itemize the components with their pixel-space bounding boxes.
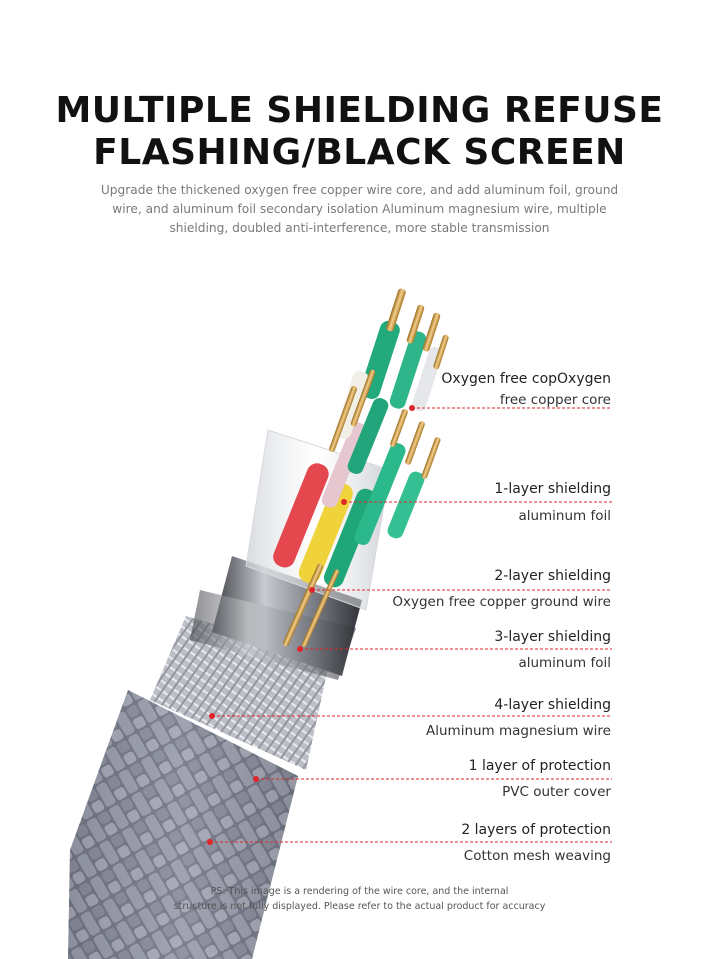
callout-shield-1: 1-layer shielding aluminum foil [494,480,611,525]
headline-line-1: MULTIPLE SHIELDING REFUSE [55,90,664,131]
callout-shield-3-detail: aluminum foil [518,655,611,671]
callout-shield-2-detail: Oxygen free copper ground wire [392,594,611,610]
callout-shield-3: 3-layer shielding aluminum foil [494,628,611,672]
callout-protection-2-title: 2 layers of protection [461,822,611,838]
callout-protection-2: 2 layers of protection Cotton mesh weavi… [461,821,611,865]
callout-protection-1-title: 1 layer of protection [468,758,611,774]
headline-line-2: FLASHING/BLACK SCREEN [93,132,626,173]
callout-shield-4-title: 4-layer shielding [494,697,611,713]
callout-protection-1: 1 layer of protection PVC outer cover [469,757,611,801]
callout-protection-2-detail: Cotton mesh weaving [463,848,611,864]
callout-core-title: Oxygen free copOxygen [441,371,611,387]
inner-wires [273,398,425,588]
description-text: Upgrade the thickened oxygen free copper… [100,183,619,235]
callout-lines [210,407,612,843]
callout-shield-2-title: 2-layer shielding [494,568,611,584]
callout-shield-4: 4-layer shielding Aluminum magnesium wir… [426,696,611,740]
callout-core-detail: free copper core [499,392,611,408]
callout-shield-1-title: 1-layer shielding [494,481,611,497]
callout-core: Oxygen free copOxygen free copper core [441,370,611,409]
foil-layer [190,556,362,680]
callout-shield-4-detail: Aluminum magnesium wire [426,723,611,739]
callout-shield-3-title: 3-layer shielding [494,629,611,645]
braided-jacket [68,690,298,959]
footnote: PS: This image is a rendering of the wir… [0,884,719,914]
footnote-line-1: PS: This image is a rendering of the wir… [210,886,509,897]
gold-conductors [282,288,449,647]
callout-dots [207,405,415,845]
callout-shield-2: 2-layer shielding Oxygen free copper gro… [392,567,611,611]
callout-shield-1-detail: aluminum foil [518,508,611,524]
footnote-line-2: structure is not fully displayed. Please… [173,901,546,912]
callout-protection-1-detail: PVC outer cover [502,784,611,800]
